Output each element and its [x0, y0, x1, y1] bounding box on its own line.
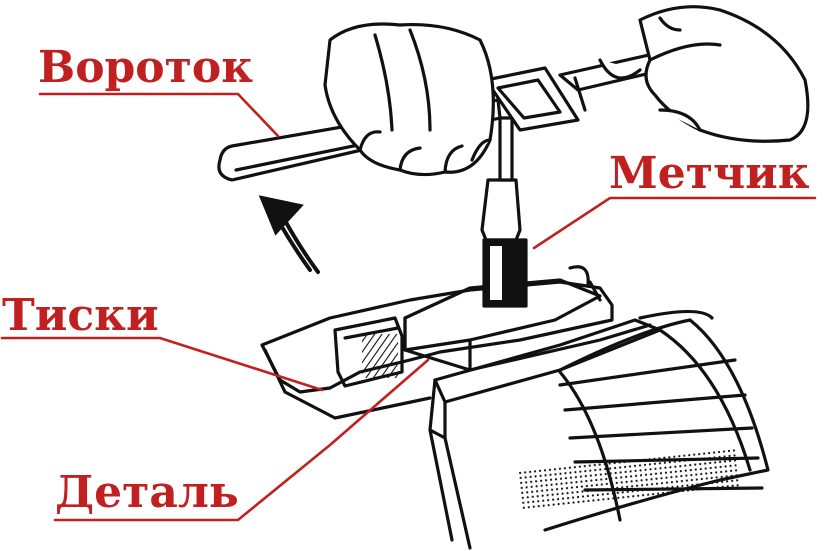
label-tiski: Тиски [2, 290, 159, 341]
label-vorotok: Вороток [38, 42, 253, 93]
label-detal: Деталь [55, 467, 239, 518]
label-metchik: Метчик [609, 148, 810, 199]
tap-illustration [480, 116, 528, 308]
leader-metchik [532, 196, 817, 250]
leader-vorotok [38, 92, 280, 138]
callout-lines [0, 92, 817, 522]
leader-tiski [0, 336, 324, 392]
leader-detal [53, 358, 430, 522]
vise-illustration [260, 265, 770, 550]
rotation-arrow [258, 195, 320, 274]
hands-illustration [323, 5, 810, 177]
